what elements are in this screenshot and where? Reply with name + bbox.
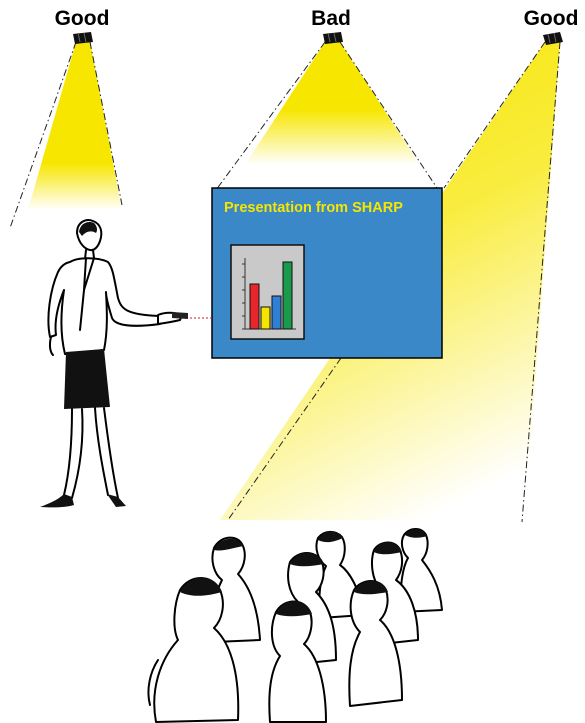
audience-member <box>147 577 240 723</box>
label-bad-center: Bad <box>311 7 351 30</box>
chart-tick-marks <box>242 263 245 330</box>
light-beam-center <box>245 42 420 165</box>
audience-member <box>211 536 261 643</box>
chart-bar <box>260 306 271 330</box>
audience-figures <box>147 528 443 723</box>
audience-member <box>268 600 327 723</box>
audience-member <box>399 528 443 613</box>
chart-bar <box>249 283 260 330</box>
spotlight-icon <box>323 32 343 44</box>
light-beam-left <box>28 42 122 210</box>
audience-member <box>348 580 403 707</box>
label-good-left: Good <box>55 7 110 30</box>
chart-bar <box>282 261 293 330</box>
screen-chart <box>230 244 305 340</box>
screen-title: Presentation from SHARP <box>224 200 403 216</box>
label-good-right: Good <box>524 7 579 30</box>
spotlight-icon <box>543 32 563 45</box>
spotlight-icon <box>73 32 93 44</box>
chart-bar <box>271 295 282 330</box>
beam-edge-lines <box>9 41 561 523</box>
presenter-figure <box>40 219 188 508</box>
